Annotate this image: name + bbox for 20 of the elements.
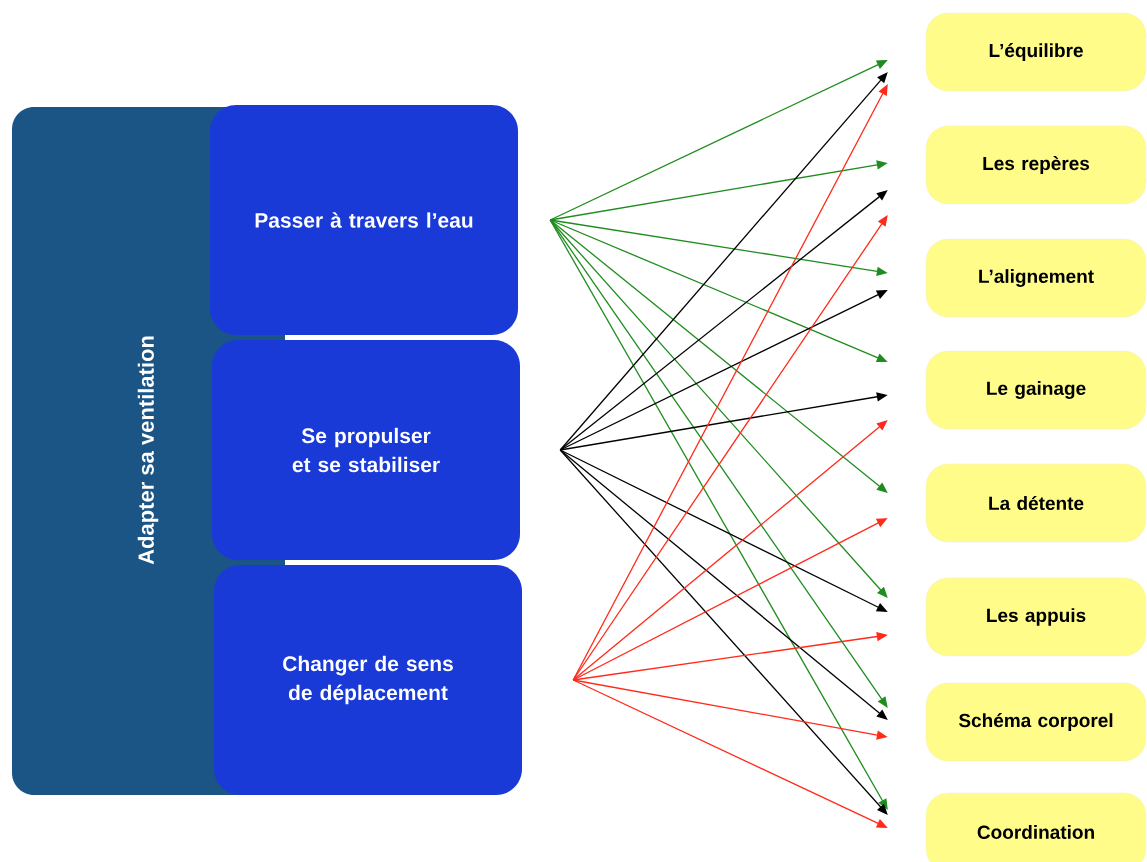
capacity-box: Schéma corporel	[925, 682, 1147, 762]
capacity-box: L’alignement	[925, 238, 1147, 318]
panel-title: Adapter sa ventilation	[137, 336, 159, 565]
arrow	[559, 449, 888, 815]
capacity-box: Les repères	[925, 125, 1147, 205]
capacity-box: Les appuis	[925, 577, 1147, 657]
capacity-box: Coordination	[925, 792, 1147, 862]
skill-box: Passer à travers l’eau	[210, 105, 518, 335]
arrow	[549, 219, 888, 810]
capacity-box: La détente	[925, 463, 1147, 543]
skill-box: Changer de sens de déplacement	[214, 565, 522, 795]
arrow	[559, 449, 888, 720]
capacity-box: Le gainage	[925, 350, 1147, 430]
skill-box: Se propulser et se stabiliser	[212, 340, 520, 560]
arrow	[559, 72, 888, 451]
capacity-box: L’équilibre	[925, 12, 1147, 92]
arrow	[572, 420, 888, 681]
arrow	[549, 219, 888, 493]
arrow	[559, 190, 888, 451]
arrow	[549, 219, 888, 598]
